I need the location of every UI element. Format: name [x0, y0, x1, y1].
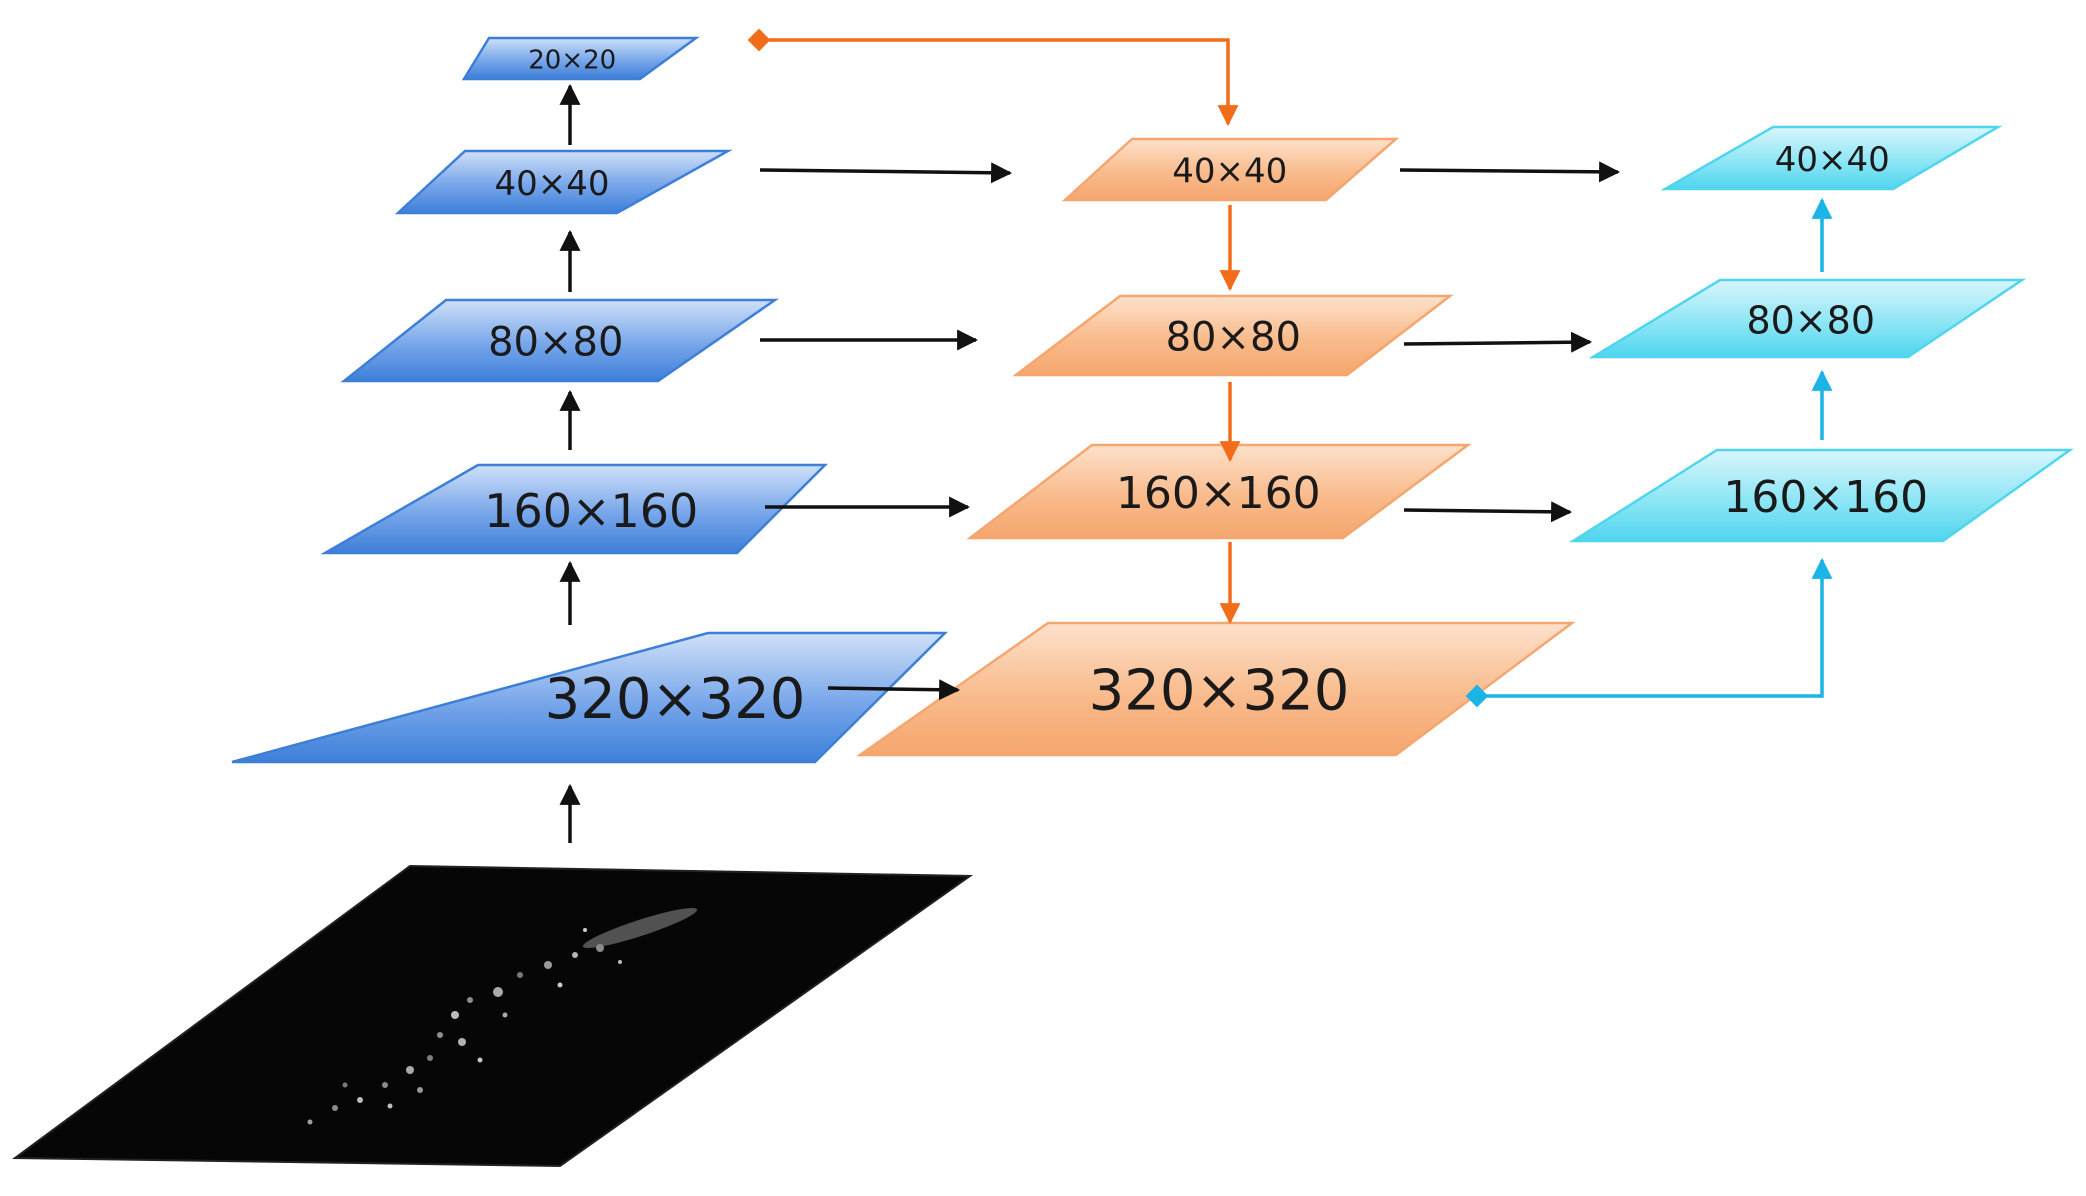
backbone-label: 80×80	[488, 320, 623, 366]
backbone-plane	[461, 36, 700, 81]
backbone-label: 160×160	[484, 484, 698, 538]
top-down-plane	[1061, 137, 1400, 202]
connection-arrows	[559, 28, 1833, 843]
top-down-label: 80×80	[1166, 315, 1301, 361]
top-down-level-2: 80×80	[1012, 294, 1454, 377]
backbone-label: 20×20	[528, 46, 616, 76]
backbone-plane	[320, 463, 829, 555]
bottom-up-level-1: 80×80	[1588, 278, 2027, 359]
backbone-plane	[340, 298, 780, 383]
input-image	[12, 864, 974, 1168]
bottom-up-label: 40×40	[1775, 140, 1890, 180]
backbone-level-4: 20×20	[461, 36, 700, 81]
backbone-level-0: 320×320	[231, 631, 949, 764]
bottom-up-plane	[1588, 278, 2027, 359]
top-down-label: 40×40	[1172, 152, 1287, 192]
top-down-plane	[1012, 294, 1454, 377]
backbone-plane	[231, 631, 949, 764]
lateral-arrow-320	[827, 679, 961, 701]
backbone-label: 320×320	[545, 667, 806, 732]
backbone-level-3: 40×40	[394, 149, 733, 215]
top-down-plane	[966, 443, 1472, 540]
lateral-arrow-td-80	[1403, 331, 1593, 353]
lateral-arrow-td-40	[1399, 161, 1621, 183]
top-down-level-1: 160×160	[966, 443, 1472, 540]
top-down-level-0: 320×320	[856, 621, 1576, 757]
lateral-arrow-40	[759, 162, 1013, 184]
feature-planes: 320×320 160×160 80×80 40×40 20×20 320×320 160×…	[231, 36, 2074, 764]
bottom-up-level-0: 160×160	[1568, 448, 2074, 543]
bottom-up-plane	[1660, 125, 2003, 191]
bottom-up-level-2: 40×40	[1660, 125, 2003, 191]
lateral-arrow-td-160	[1403, 501, 1573, 523]
top-down-plane	[856, 621, 1576, 757]
backbone-level-1: 160×160	[320, 463, 829, 555]
bottom-up-label: 160×160	[1723, 472, 1928, 523]
orange-arrow-20-to-40	[759, 38, 1239, 127]
top-down-label: 320×320	[1089, 659, 1350, 724]
bottom-up-label: 80×80	[1746, 299, 1875, 343]
top-down-level-3: 40×40	[1061, 137, 1400, 202]
backbone-plane	[394, 149, 733, 215]
backbone-level-2: 80×80	[340, 298, 780, 383]
backbone-label: 40×40	[494, 164, 609, 204]
bottom-up-plane	[1568, 448, 2074, 543]
dark-sar-image-icon	[307, 907, 698, 1125]
top-down-label: 160×160	[1116, 468, 1321, 519]
cyan-arrow-320-to-160	[1477, 557, 1833, 698]
